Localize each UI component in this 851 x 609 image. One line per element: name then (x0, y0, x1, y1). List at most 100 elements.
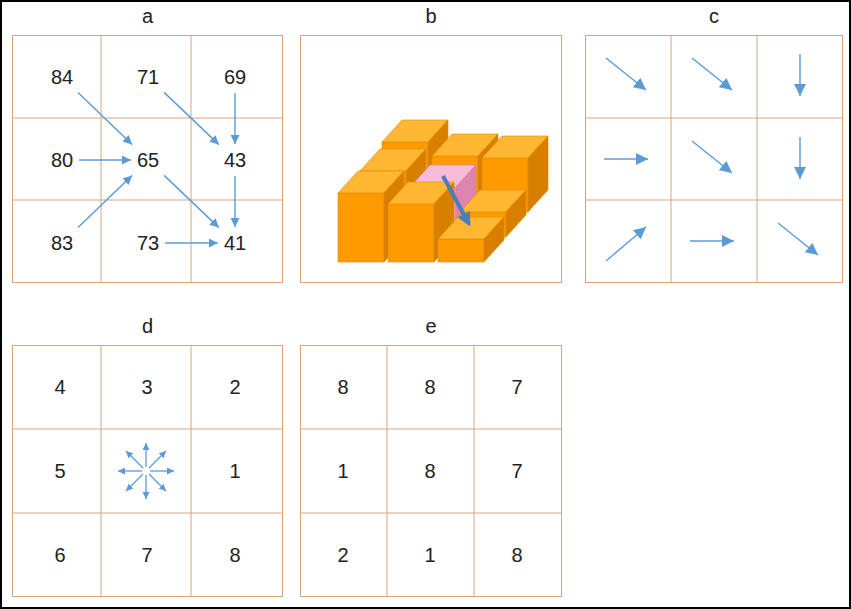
grid-line (300, 513, 562, 514)
grid-cell-value: 8 (420, 373, 439, 401)
flow-arrow (443, 176, 469, 224)
grid-line (757, 35, 758, 283)
grid-line (12, 118, 283, 119)
star-arrow (145, 443, 146, 467)
cell-number: 69 (224, 65, 246, 89)
grid-cell-value: 6 (50, 541, 69, 569)
flow-arrow (79, 159, 131, 160)
grid-lines (12, 35, 843, 597)
cell-number: 1 (337, 459, 348, 483)
cell-number: 8 (337, 375, 348, 399)
grid-panel: b (300, 35, 562, 283)
grid-line (12, 429, 283, 430)
cell-number: 1 (229, 459, 240, 483)
star-arrow (126, 451, 143, 468)
block-front (388, 204, 434, 262)
grid-cell-value: 69 (220, 63, 250, 91)
flow-arrow (78, 175, 132, 227)
cell-number: 80 (51, 148, 73, 172)
grid-cell-value: 5 (50, 457, 69, 485)
direction-arrow (778, 223, 818, 255)
direction-arrow (690, 240, 734, 241)
cell-number: 73 (137, 231, 159, 255)
grid-cell-value: 1 (225, 457, 244, 485)
grid-line (671, 35, 672, 283)
grid-cell-value: 2 (333, 541, 352, 569)
block-side (528, 136, 548, 212)
grid-line (191, 345, 192, 597)
direction-arrows (604, 54, 818, 261)
direction-arrow (799, 54, 800, 96)
cell-number: 41 (224, 231, 246, 255)
grid-cell-value: 71 (133, 63, 163, 91)
cell-number: 3 (141, 375, 152, 399)
star-arrow (145, 475, 146, 499)
grid-cell-value: 8 (420, 457, 439, 485)
panel-label: b (300, 4, 562, 28)
flow-arrow (78, 92, 132, 144)
grid-line (101, 345, 102, 597)
grid-line (12, 200, 283, 201)
grid-cell-value: 1 (333, 457, 352, 485)
cell-number: 2 (337, 543, 348, 567)
cell-number: 43 (224, 148, 246, 172)
grid-cell-value: 2 (225, 373, 244, 401)
grid-cell-value: 7 (507, 457, 526, 485)
direction-arrow (692, 58, 732, 90)
grid-cell-value: 3 (137, 373, 156, 401)
block-side (484, 217, 504, 262)
grid-cell-value: 80 (47, 146, 77, 174)
grid-cell-value: 43 (220, 146, 250, 174)
cell-number: 65 (137, 148, 159, 172)
grid-line (387, 345, 388, 597)
cell-number: 71 (137, 65, 159, 89)
cell-number: 7 (141, 543, 152, 567)
grid-panel: e887187218 (300, 345, 562, 597)
grid-line (101, 35, 102, 283)
cell-number: 8 (424, 375, 435, 399)
grid-cell-value: 83 (47, 229, 77, 257)
direction-arrow (606, 58, 646, 90)
grid-line (12, 513, 283, 514)
grid-cell-value: 8 (225, 541, 244, 569)
block-illustration (338, 120, 548, 262)
star-arrow (149, 451, 166, 468)
cell-number: 6 (54, 543, 65, 567)
grid-cell-value: 8 (333, 373, 352, 401)
grid-panel: a847169806543837341 (12, 35, 283, 283)
grid-panel: c (585, 35, 843, 283)
cell-number: 1 (424, 543, 435, 567)
star-arrow (118, 470, 142, 471)
grid-line (191, 35, 192, 283)
cell-number: 7 (511, 459, 522, 483)
grid-cell-value: 7 (137, 541, 156, 569)
direction-arrow (604, 158, 648, 159)
flow-arrow (164, 175, 219, 227)
grid-panel: d43251678 (12, 345, 283, 597)
grid-cell-value: 73 (133, 229, 163, 257)
grid-cell-value: 4 (50, 373, 69, 401)
cell-number: 8 (424, 459, 435, 483)
star-arrow (126, 474, 143, 491)
panel-label: d (12, 314, 283, 338)
grid-line (300, 429, 562, 430)
direction-arrow (692, 141, 732, 173)
grid-cell-value: 41 (220, 229, 250, 257)
grid-line (585, 118, 843, 119)
panel-label: a (12, 4, 283, 28)
grid-cell-value: 7 (507, 373, 526, 401)
cell-number: 83 (51, 231, 73, 255)
cell-number: 8 (229, 543, 240, 567)
flow-arrow (234, 93, 235, 144)
flow-arrow (164, 92, 219, 144)
panel-label: c (585, 4, 843, 28)
block-side (506, 190, 526, 237)
block-front (438, 239, 484, 262)
cell-number: 4 (54, 375, 65, 399)
direction-arrow (606, 227, 646, 261)
cell-number: 8 (511, 543, 522, 567)
flow-arrow (165, 242, 218, 243)
